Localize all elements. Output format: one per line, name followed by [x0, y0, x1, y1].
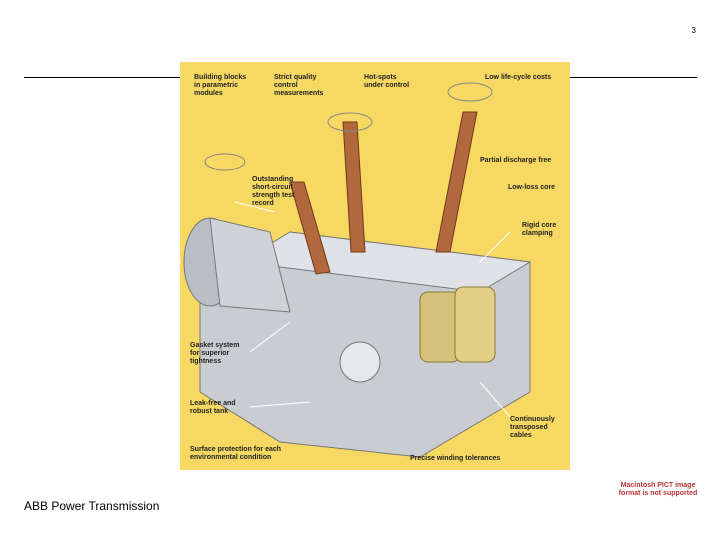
winding-left [419, 291, 461, 363]
pict-unsupported-note: Macintosh PICT image format is not suppo… [618, 482, 698, 497]
leader-line [479, 231, 511, 263]
header-rule-right [570, 77, 697, 78]
bushing-1 [289, 181, 331, 275]
callout-continuously: Continuously transposed cables [510, 416, 555, 439]
callout-surface: Surface protection for each environmenta… [190, 446, 282, 461]
callout-building-blocks: Building blocks in parametric modules [194, 74, 247, 97]
callout-rigid-core: Rigid core clamping [522, 222, 557, 237]
callout-partial-discharge: Partial discharge free [480, 157, 552, 164]
leader-line [249, 321, 291, 353]
leader-line [234, 201, 276, 213]
cooling-fan [339, 341, 381, 383]
leader-line [249, 401, 311, 408]
leader-line [479, 381, 511, 418]
transformer-drawing [183, 82, 532, 458]
callout-strict-quality: Strict quality control measurements [274, 74, 324, 97]
callout-low-lifecycle: Low life-cycle costs [485, 74, 552, 81]
callout-leak-free: Leak-free and robust tank [190, 400, 236, 415]
bushing-3 [435, 111, 478, 253]
callout-low-loss-core: Low-loss core [508, 184, 556, 191]
page-number: 3 [691, 26, 696, 35]
transformer-illustration: Building blocks in parametric modules St… [180, 62, 570, 470]
callout-hot-spots: Hot-spots under control [364, 74, 410, 89]
conservator-body [209, 217, 291, 313]
callout-precise: Precise winding tolerances [410, 455, 501, 462]
bushing-ring-3 [447, 82, 493, 102]
callout-gasket: Gasket system for superior tightness [190, 342, 240, 365]
footer-company: ABB Power Transmission [24, 499, 160, 513]
bushing-2 [342, 121, 366, 253]
bushing-ring-1 [204, 153, 246, 171]
winding-right [454, 286, 496, 363]
header-rule-left [24, 77, 180, 78]
callout-outstanding: Outstanding short-circuit strength test … [252, 176, 295, 207]
bushing-ring-2 [327, 112, 373, 132]
